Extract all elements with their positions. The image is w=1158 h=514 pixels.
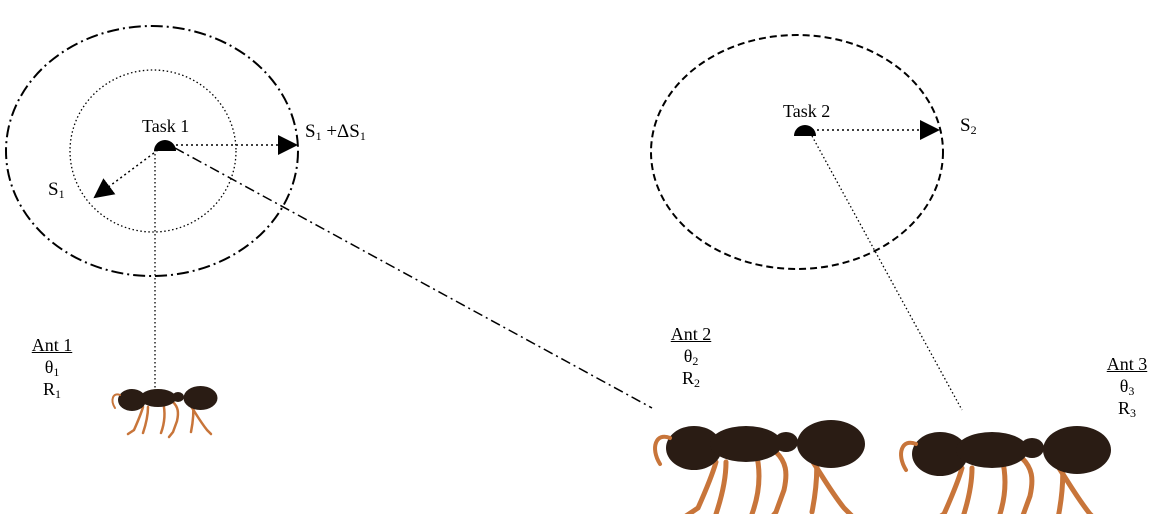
ant3-r: R3 (1117, 398, 1136, 420)
ant3-theta: θ3 (1119, 376, 1135, 398)
ant1-name: Ant 1 (31, 335, 73, 355)
task1-inner-radius-label: S1 (48, 179, 65, 201)
task2-stimulus-circle (650, 34, 944, 270)
ant2-theta: θ2 (683, 346, 699, 368)
task2-label: Task 2 (783, 101, 831, 121)
ant2-image (653, 420, 865, 514)
task2-marker (794, 125, 816, 136)
task1-outer-radius-label: S1 +ΔS1 (305, 121, 366, 143)
task1-outer-stimulus-circle (5, 25, 299, 277)
ant1-r: R1 (42, 379, 61, 401)
ant2-r: R2 (681, 368, 700, 390)
ant1-theta: θ1 (44, 357, 60, 379)
ant3-link-line (811, 135, 963, 411)
ant3-image (899, 426, 1111, 514)
ant3-label: Ant 3 θ3 R3 (1098, 353, 1156, 419)
task1-marker (154, 140, 176, 151)
ant2-link-line (174, 147, 653, 409)
ant2-label: Ant 2 θ2 R2 (661, 323, 721, 389)
task1-inner-radius-arrow (93, 146, 163, 199)
ant2-name: Ant 2 (670, 324, 712, 344)
ant3-name: Ant 3 (1106, 354, 1148, 374)
task1-label: Task 1 (142, 116, 190, 136)
task2-radius-label: S2 (960, 115, 977, 137)
ant1-image (111, 386, 218, 439)
ant1-label: Ant 1 θ1 R1 (22, 334, 82, 400)
task1-inner-stimulus-circle (69, 69, 237, 233)
